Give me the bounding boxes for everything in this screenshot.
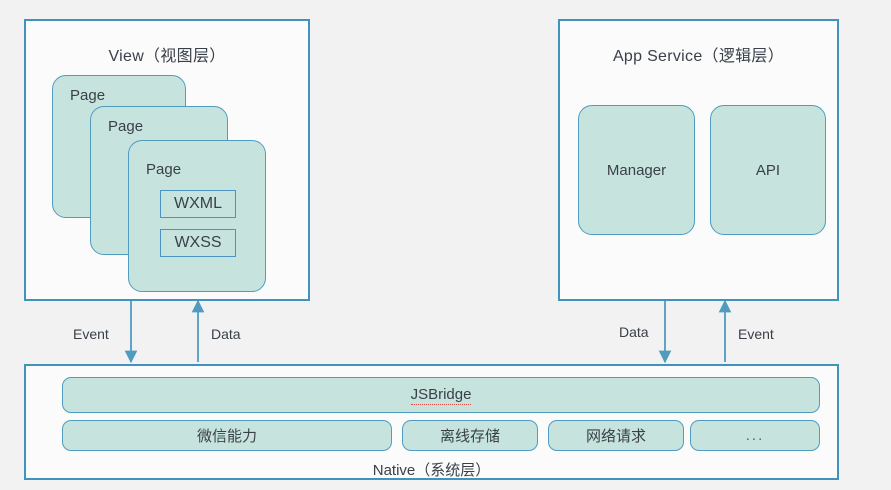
capability-box-1: [402, 420, 538, 451]
wxss-box: WXSS: [160, 229, 236, 257]
page-card-3-label: Page: [146, 161, 182, 178]
jsbridge-label: JSBridge: [62, 377, 820, 413]
capability-label-3: ...: [745, 427, 765, 444]
capability-label-2: 网络请求: [585, 428, 646, 445]
connector-label-event-right: Event: [738, 326, 774, 342]
app-service-layer-title: App Service（逻辑层）: [612, 48, 785, 65]
capability-label-0: 微信能力: [196, 428, 257, 445]
connector-label-event-left: Event: [73, 326, 109, 342]
api-module: API: [710, 105, 826, 235]
connector-label-data-right: Data: [619, 324, 649, 340]
page-card-2-label: Page: [108, 118, 144, 135]
page-card-1-label: Page: [70, 87, 106, 104]
jsbridge-label-text: JSBridge: [410, 385, 472, 405]
manager-module: Manager: [578, 105, 695, 235]
capability-label-1: 离线存储: [439, 428, 500, 445]
jsbridge-bar: [62, 377, 820, 413]
wxml-box: WXML: [160, 190, 236, 218]
capability-box-3: [690, 420, 820, 451]
view-layer-title: View（视图层）: [108, 48, 226, 65]
capability-box-0: [62, 420, 392, 451]
capability-box-2: [548, 420, 684, 451]
connector-label-data-left: Data: [211, 326, 241, 342]
native-layer-title: Native（系统层）: [372, 462, 491, 479]
